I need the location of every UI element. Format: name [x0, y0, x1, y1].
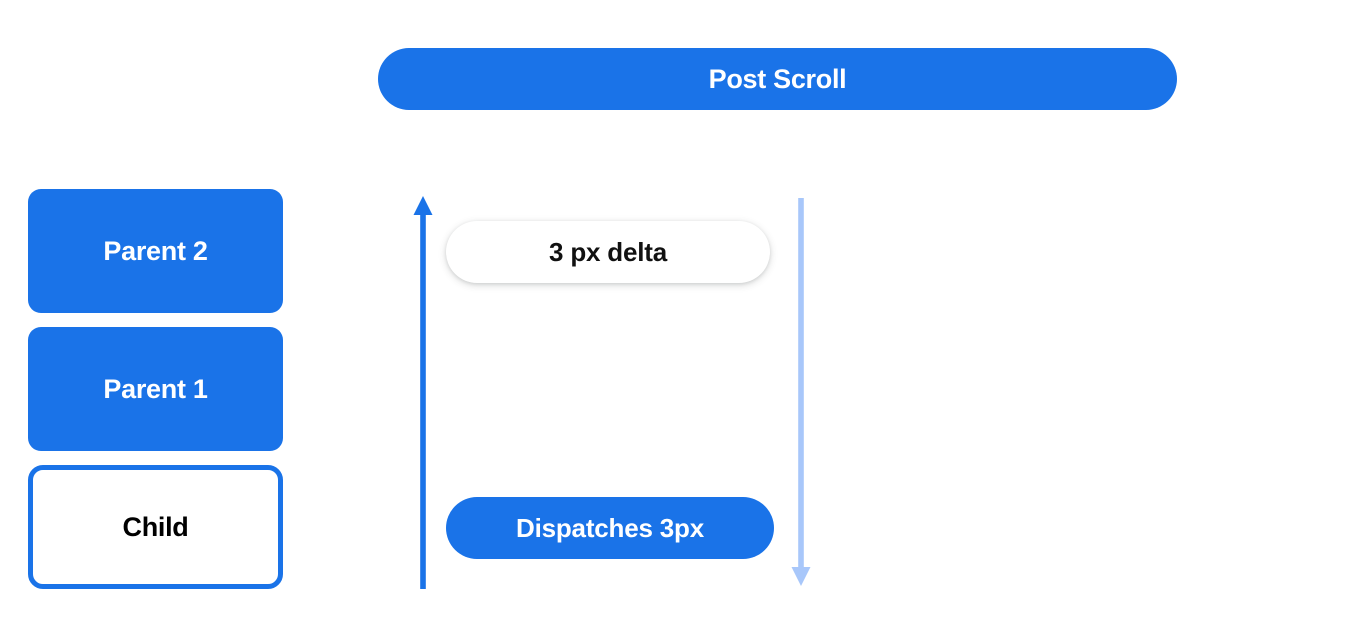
stack-box-label: Parent 2	[103, 235, 208, 266]
stack-box-label: Child	[122, 511, 189, 542]
page-title: Post Scroll	[708, 63, 847, 94]
arrow-up-icon	[413, 196, 433, 589]
dispatch-annotation-label: Dispatches 3px	[516, 513, 704, 543]
arrow-down-icon	[791, 198, 811, 586]
delta-annotation-label: 3 px delta	[549, 237, 667, 267]
post-scroll-header-bar: Post Scroll	[378, 48, 1177, 110]
delta-annotation-pill: 3 px delta	[446, 221, 770, 283]
stack-box-label: Parent 1	[103, 373, 208, 404]
dispatch-annotation-pill: Dispatches 3px	[446, 497, 774, 559]
stack-box-parent-2: Parent 2	[28, 189, 283, 313]
stack-box-child: Child	[28, 465, 283, 589]
stack-box-parent-1: Parent 1	[28, 327, 283, 451]
